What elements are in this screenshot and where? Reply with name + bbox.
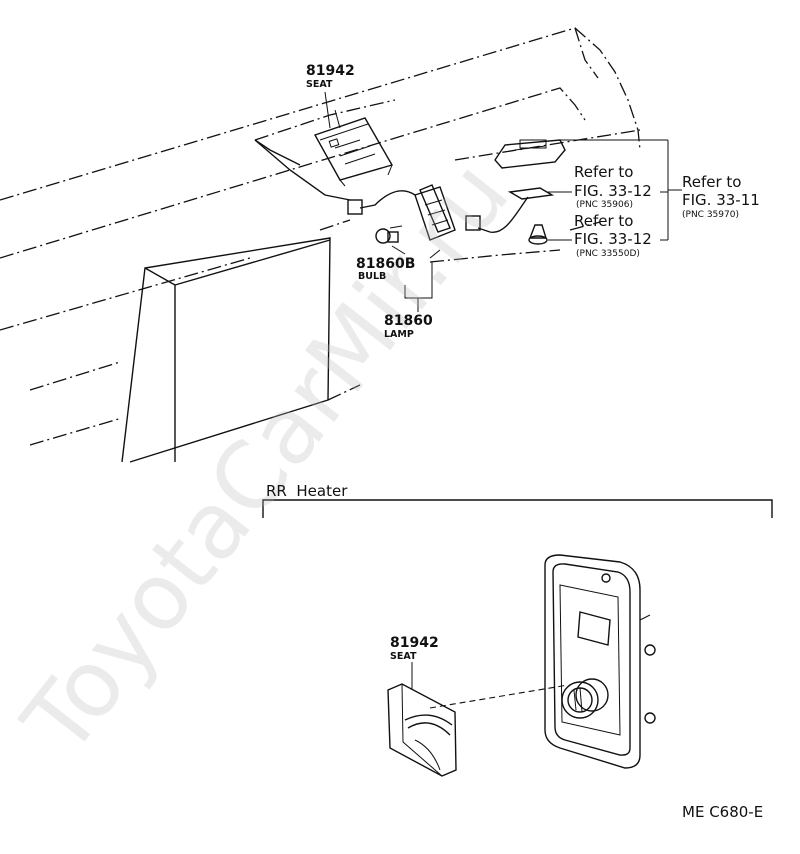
bulb-number: 81860B [356, 256, 415, 272]
ref1-pnc: (PNC 35906) [576, 200, 633, 210]
diagram-code: ME C680-E [682, 803, 763, 821]
section-label: RR Heater [266, 482, 348, 500]
side-panel [121, 237, 331, 463]
console-bracket [254, 139, 351, 201]
seat-bottom-part [387, 683, 457, 777]
watermark-text: ToyotaCarMir.ru [2, 142, 529, 775]
ref1-line2: FIG. 33-12 [574, 182, 652, 200]
seat-bottom-name: SEAT [390, 651, 417, 662]
lamp-name: LAMP [384, 329, 414, 340]
projection-line [429, 684, 569, 709]
heater-control-panel [544, 554, 656, 769]
body-panel-outline [0, 27, 641, 446]
seat-top-number: 81942 [306, 63, 355, 79]
ref3-line2: FIG. 33-11 [682, 191, 760, 209]
lamp-number: 81860 [384, 313, 433, 329]
seat-top-part [313, 109, 394, 187]
leader-lines [324, 91, 682, 312]
bulb-part [375, 225, 403, 244]
section-bracket [262, 499, 773, 518]
seat-top-name: SEAT [306, 79, 333, 90]
bulb-name: BULB [358, 271, 386, 282]
seat-bottom-number: 81942 [390, 635, 439, 651]
lamp-part [347, 184, 456, 241]
ref2-pnc: (PNC 33550D) [576, 249, 640, 259]
ref2-line1: Refer to [574, 212, 633, 230]
rear-lamp-parts [465, 139, 566, 245]
ref3-line1: Refer to [682, 173, 741, 191]
ref1-line1: Refer to [574, 163, 633, 181]
ref3-pnc: (PNC 35970) [682, 210, 739, 220]
ref2-line2: FIG. 33-12 [574, 230, 652, 248]
